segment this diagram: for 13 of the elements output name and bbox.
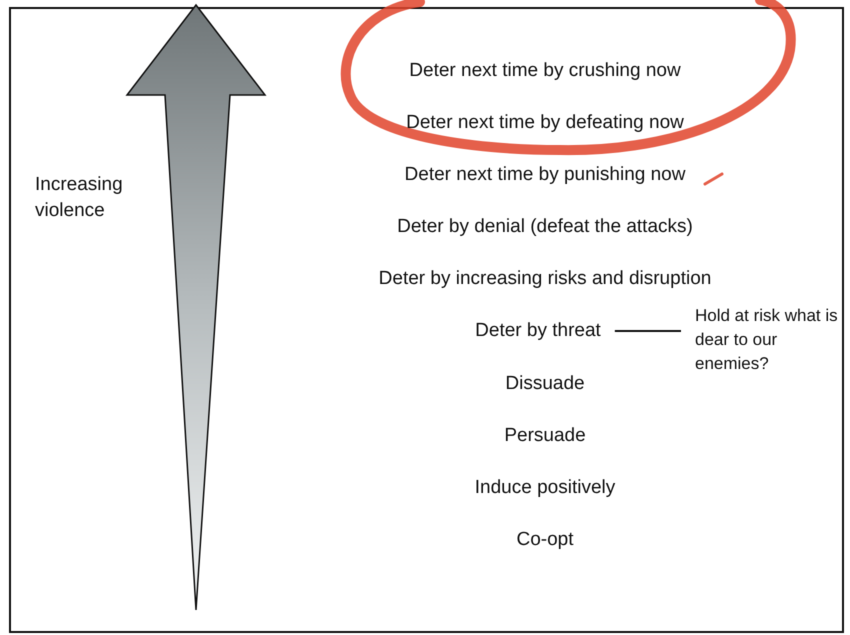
axis-label: Increasing violence (35, 173, 124, 223)
list-item: Deter next time by crushing now (409, 60, 681, 82)
list-item: Deter by increasing risks and disruption (378, 268, 712, 290)
list-item: Induce positively (474, 477, 616, 499)
note-text: Hold at risk what is dear to our enemies? (681, 304, 845, 376)
list-item: Deter by denial (defeat the attacks) (397, 216, 693, 238)
list-item: Dissuade (505, 373, 585, 395)
list-item: Co-opt (516, 529, 574, 551)
list-item: Persuade (504, 425, 586, 447)
list-item: Deter next time by defeating now (406, 112, 684, 134)
list-item: Deter by threat (475, 320, 615, 342)
list-item: Deter next time by punishing now (404, 164, 686, 186)
connector-line (614, 330, 681, 332)
